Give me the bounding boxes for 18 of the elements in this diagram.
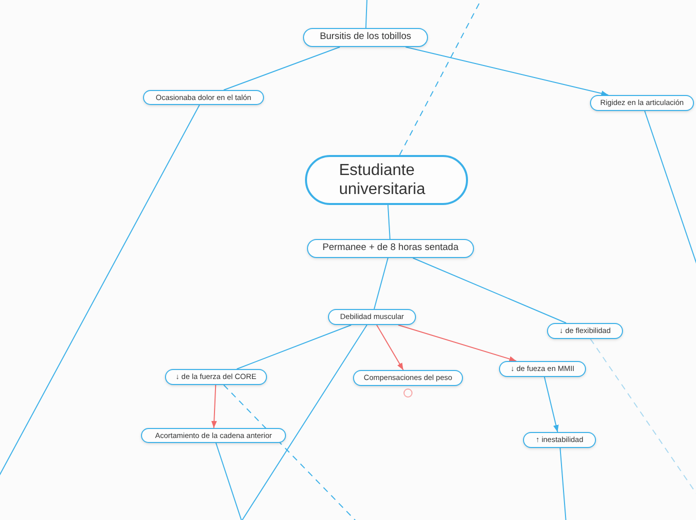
connector-line [560, 448, 566, 520]
arrow [211, 384, 217, 428]
connector-line [223, 384, 358, 520]
arrow [376, 324, 404, 370]
arrow [544, 376, 559, 432]
connector-line [215, 442, 242, 520]
arrow [405, 46, 609, 96]
connector-line [387, 204, 390, 240]
topic-box: Bursitis de los tobillos [303, 28, 428, 47]
connector-line [223, 46, 340, 90]
topic-box: Permanee + de 8 horas sentada [307, 239, 474, 258]
connector-line [412, 258, 567, 324]
central-topic: Estudiante universitaria [305, 155, 468, 205]
connector-line [236, 324, 352, 370]
arrow [398, 324, 517, 362]
connector-line [365, 0, 368, 28]
connector-line [240, 324, 368, 520]
connector-line [374, 258, 388, 310]
